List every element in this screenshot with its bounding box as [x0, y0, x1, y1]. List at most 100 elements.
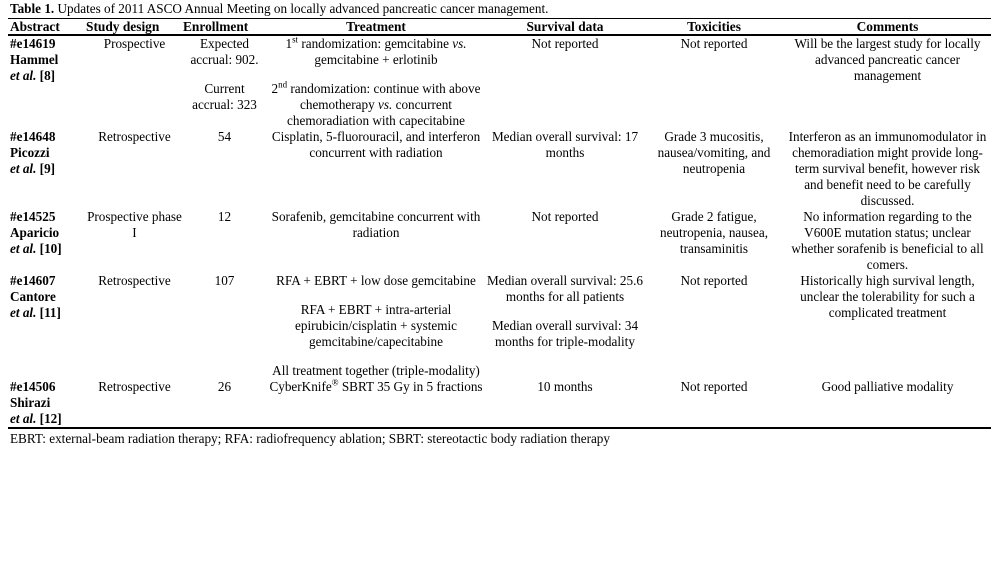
cell-toxicities: Not reported [680, 273, 748, 288]
treatment-dose-text: SBRT 35 Gy in 5 fractions [338, 379, 483, 394]
table-caption: Table 1. Updates of 2011 ASCO Annual Mee… [8, 0, 991, 18]
treatment-randomization-2: 2nd randomization: continue with above c… [266, 79, 486, 129]
versus-italic: vs. [378, 97, 393, 112]
abstract-author: Shirazi [10, 395, 51, 410]
cell-enrollment: Expected accrual: 902. Current accrual: … [183, 36, 266, 129]
abstract-id: #e14506 [10, 379, 56, 394]
etal-italic: et al. [10, 241, 37, 256]
treatment-cyberknife: CyberKnife® SBRT 35 Gy in 5 fractions [266, 377, 486, 395]
cell-abstract: #e14607 Cantore et al. [11] [8, 273, 86, 379]
enrollment-current: Current accrual: 323 [192, 81, 257, 112]
cell-study-design: Retrospective [98, 379, 171, 394]
abstract-reference: et al. [11] [10, 305, 86, 321]
cell-abstract: #e14648 Picozzi et al. [9] [8, 129, 86, 209]
abstract-author: Cantore [10, 289, 56, 304]
cell-comments: Will be the largest study for locally ad… [794, 36, 981, 83]
treatment-brand-name: CyberKnife [269, 379, 332, 394]
cell-comments: Interferon as an immunomodulator in chem… [788, 129, 987, 208]
cell-comments: Good palliative modality [821, 379, 954, 394]
cell-toxicities: Grade 2 fatigue, neutropenia, nausea, tr… [659, 209, 769, 256]
column-header-study-design: Study design [86, 19, 160, 34]
ordinal-suffix-st: st [292, 34, 299, 45]
cell-enrollment: 26 [217, 379, 232, 394]
treatment-2-text-b: concurrent chemoradiation with capecitab… [287, 97, 465, 128]
abstract-ref-number: [8] [39, 68, 56, 83]
cell-toxicities: Not reported [680, 36, 748, 51]
table-body-block: #e14619 Hammel et al. [8] Prospective Ex… [8, 34, 991, 427]
cell-treatment: Cisplatin, 5-fluorouracil, and interfero… [271, 129, 481, 160]
abstract-reference: et al. [12] [10, 411, 86, 427]
abstract-reference: et al. [10] [10, 241, 86, 257]
caption-rule [8, 18, 991, 19]
cell-abstract: #e14506 Shirazi et al. [12] [8, 379, 86, 427]
table-footnote: EBRT: external-beam radiation therapy; R… [10, 431, 610, 446]
column-header-enrollment: Enrollment [183, 19, 249, 34]
table-row: #e14619 Hammel et al. [8] Prospective Ex… [8, 34, 991, 129]
cell-abstract: #e14619 Hammel et al. [8] [8, 36, 86, 129]
cell-enrollment: 54 [217, 129, 232, 144]
cell-survival-data: Not reported [531, 36, 599, 51]
enrollment-expected: Expected accrual: 902. [190, 36, 259, 67]
etal-italic: et al. [10, 68, 37, 83]
abstract-author: Hammel [10, 52, 59, 67]
treatment-option-3: All treatment together (triple-modality) [272, 363, 480, 378]
header-rule [8, 34, 991, 36]
cell-treatment: CyberKnife® SBRT 35 Gy in 5 fractions [266, 377, 486, 427]
cell-survival-data: Median overall survival: 25.6 months for… [486, 273, 644, 379]
abstract-id: #e14648 [10, 129, 56, 144]
treatment-option-1: RFA + EBRT + low dose gemcitabine [276, 273, 476, 288]
cell-survival-data: Median overall survival: 17 months [491, 129, 639, 160]
column-header-abstract: Abstract [10, 19, 60, 34]
column-header-treatment: Treatment [346, 19, 406, 34]
abstract-ref-number: [9] [39, 161, 56, 176]
treatment-randomization-1: 1st randomization: gemcitabine vs. gemci… [266, 34, 486, 68]
cell-enrollment: 12 [217, 209, 232, 224]
cell-comments: Historically high survival length, uncle… [800, 273, 975, 320]
cell-treatment: Sorafenib, gemcitabine concurrent with r… [271, 209, 481, 240]
abstract-ref-number: [12] [39, 411, 62, 426]
treatment-1-number: 1 [285, 36, 293, 51]
footer-rule [8, 427, 991, 429]
versus-italic: vs. [452, 36, 467, 51]
etal-italic: et al. [10, 161, 37, 176]
abstract-author: Picozzi [10, 145, 50, 160]
column-header-survival-data: Survival data [526, 19, 604, 34]
caption-text: Updates of 2011 ASCO Annual Meeting on l… [54, 1, 549, 16]
table-row: #e14648 Picozzi et al. [9] Retrospective… [8, 129, 991, 209]
abstract-reference: et al. [8] [10, 68, 86, 84]
cell-survival-data: 10 months [537, 379, 593, 394]
registered-trademark-icon: ® [331, 377, 339, 388]
treatment-1-text-a: randomization: gemcitabine [298, 36, 453, 51]
survival-triple-modality: Median overall survival: 34 months for t… [491, 318, 639, 349]
caption-label: Table 1. [10, 1, 55, 16]
cell-toxicities: Not reported [680, 379, 748, 394]
abstract-id: #e14619 [10, 36, 56, 51]
abstract-reference: et al. [9] [10, 161, 86, 177]
table-row: #e14525 Aparicio et al. [10] Prospective… [8, 209, 991, 273]
cell-enrollment: 107 [214, 273, 235, 288]
table-header-block: Abstract Study design Enrollment Treatme… [8, 19, 991, 34]
abstract-id: #e14607 [10, 273, 56, 288]
treatment-1-text-b: gemcitabine + erlotinib [314, 52, 438, 67]
table-row: #e14607 Cantore et al. [11] Retrospectiv… [8, 273, 991, 379]
table-row: #e14506 Shirazi et al. [12] Retrospectiv… [8, 377, 991, 427]
cell-study-design: Retrospective [98, 129, 171, 144]
cell-toxicities: Grade 3 mucositis, nausea/vomiting, and … [657, 129, 771, 176]
etal-italic: et al. [10, 305, 37, 320]
survival-all-patients: Median overall survival: 25.6 months for… [486, 273, 643, 304]
cell-abstract: #e14525 Aparicio et al. [10] [8, 209, 86, 273]
table-header-row: Abstract Study design Enrollment Treatme… [8, 19, 991, 34]
cell-study-design: Prospective [103, 36, 166, 51]
treatment-2-text-a: randomization: continue with above chemo… [287, 81, 481, 112]
treatment-option-2: RFA + EBRT + intra-arterial epirubicin/c… [295, 302, 457, 349]
abstract-id: #e14525 [10, 209, 56, 224]
cell-treatment: RFA + EBRT + low dose gemcitabine RFA + … [266, 273, 486, 379]
column-header-comments: Comments [856, 19, 919, 34]
cell-treatment: 1st randomization: gemcitabine vs. gemci… [266, 34, 486, 129]
column-header-toxicities: Toxicities [687, 19, 741, 34]
abstract-author: Aparicio [10, 225, 60, 240]
cell-survival-data: Not reported [531, 209, 599, 224]
treatment-2-number: 2 [271, 81, 279, 96]
ordinal-suffix-nd: nd [278, 79, 288, 90]
